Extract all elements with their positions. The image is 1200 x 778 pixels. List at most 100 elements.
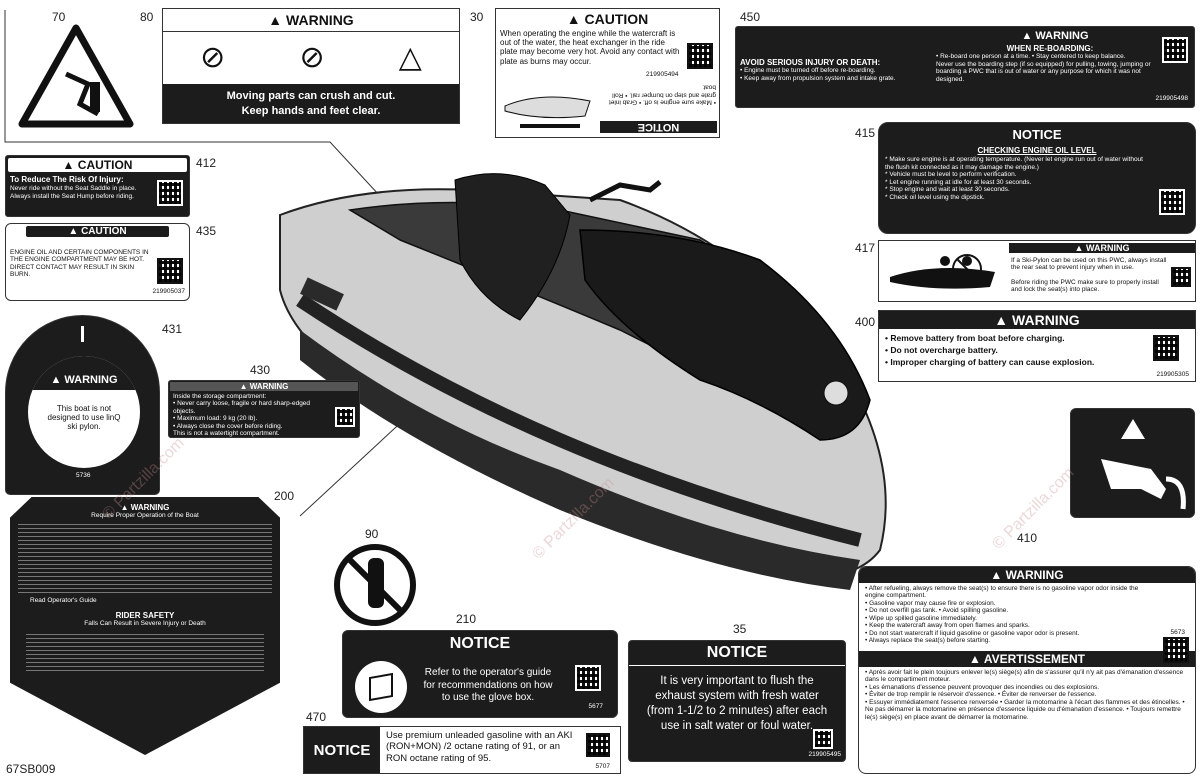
callout-400: 400	[855, 315, 876, 329]
label-210-code: 5677	[588, 703, 603, 710]
label-450-columns: AVOID SERIOUS INJURY OR DEATH: • Engine …	[736, 42, 1194, 85]
warning-triangle-icon: ▲	[994, 312, 1009, 328]
label-417-header: ▲ WARNING	[1009, 243, 1195, 253]
label-30-notice-body: • Make sure engine is off. • Grab inlet …	[608, 83, 716, 106]
label-450-left: AVOID SERIOUS INJURY OR DEATH: • Engine …	[740, 44, 930, 83]
leader-line-group	[4, 10, 381, 197]
label-410-header-fr: ▲ AVERTISSEMENT	[859, 650, 1195, 667]
label-470: NOTICE Use premium unleaded gasoline wit…	[303, 726, 621, 774]
qr-code-icon	[1163, 637, 1189, 663]
label-200-sub: Require Proper Operation of the Boat	[91, 512, 199, 519]
callout-90: 90	[365, 527, 379, 541]
qr-code-icon	[1171, 267, 1191, 287]
label-410-header-fr-text: AVERTISSEMENT	[983, 651, 1085, 666]
label-400-header-text: WARNING	[1012, 312, 1080, 328]
qr-code-icon	[1162, 37, 1188, 63]
qr-code-icon	[575, 665, 601, 691]
label-435-code: 219905037	[152, 288, 185, 295]
label-430-header-text: WARNING	[249, 382, 289, 391]
qr-code-icon	[335, 407, 355, 427]
label-30-header: ▲ CAUTION	[496, 9, 719, 29]
warning-triangle-icon: ▲	[1074, 243, 1084, 253]
label-431-code: 5736	[76, 472, 91, 479]
pwc-boarding-icon	[504, 96, 591, 128]
callout-412: 412	[196, 156, 217, 170]
callout-435: 435	[196, 224, 217, 238]
label-412-header-text: CAUTION	[77, 158, 133, 172]
label-410-header: ▲ WARNING	[859, 567, 1195, 583]
label-450-left-title: AVOID SERIOUS INJURY OR DEATH:	[740, 58, 881, 67]
label-450-header: ▲ WARNING	[736, 27, 1194, 42]
label-410-body-fr: • Après avoir fait le plein toujours enl…	[865, 668, 1185, 721]
callout-30: 30	[470, 10, 484, 24]
warning-triangle-icon: ▲	[1021, 30, 1033, 42]
handlebar	[588, 180, 662, 203]
hull-stripe	[296, 294, 862, 547]
label-400-header: ▲ WARNING	[879, 311, 1195, 329]
label-430: ▲ WARNING Inside the storage compartment…	[168, 380, 360, 438]
label-450-left-body: • Engine must be turned off before re-bo…	[740, 67, 896, 82]
label-200-rider: RIDER SAFETY	[115, 610, 175, 620]
label-450-right-body: • Re-board one person at a time. • Stay …	[936, 53, 1151, 83]
label-412-header: ▲ CAUTION	[8, 158, 187, 172]
callout-70: 70	[52, 10, 66, 24]
qr-code-icon	[157, 258, 183, 284]
label-80-line1: Moving parts can crush and cut.	[226, 90, 396, 102]
qr-code-icon	[813, 729, 833, 749]
qr-code-icon	[586, 733, 610, 757]
label-35-body: It is very important to flush the exhaus…	[646, 675, 828, 732]
label-200-guide: Read Operator's Guide	[30, 597, 97, 605]
label-410-header-text: WARNING	[1005, 568, 1064, 582]
callout-210: 210	[456, 612, 477, 626]
callout-470: 470	[306, 710, 327, 724]
label-80-header: ▲ WARNING	[163, 9, 459, 32]
qr-code-icon	[1153, 335, 1179, 361]
label-30-code: 219905494	[646, 71, 679, 78]
label-410-code: 5673	[1170, 629, 1185, 636]
operator-guide-icon	[355, 661, 407, 713]
callout-430: 430	[250, 363, 271, 377]
label-410-body: • After refueling, always remove the sea…	[865, 585, 1139, 645]
label-450-header-text: WARNING	[1035, 30, 1089, 42]
label-417-body2: Before riding the PWC make sure to prope…	[1011, 279, 1159, 294]
warning-triangle-icon: ▲	[268, 12, 283, 28]
fuel-label	[1070, 408, 1195, 518]
label-430-header: ▲ WARNING	[170, 382, 358, 391]
label-200-falls: Falls Can Result in Severe Injury or Dea…	[84, 619, 206, 627]
label-415: NOTICE CHECKING ENGINE OIL LEVEL * Make …	[878, 122, 1196, 234]
label-410: ▲ WARNING • After refueling, always remo…	[858, 566, 1196, 774]
label-210-body: Refer to the operator's guide for recomm…	[423, 667, 553, 703]
label-431-header: ▲ WARNING	[28, 356, 140, 390]
callout-431: 431	[162, 322, 183, 336]
label-450-right-title: WHEN RE-BOARDING:	[1006, 44, 1094, 53]
warning-triangle-icon: ▲	[969, 651, 981, 666]
label-417-body1: If a Ski-Pylon can be used on this PWC, …	[1011, 257, 1167, 272]
warning-triangle-icon: ▲	[62, 158, 75, 172]
label-35-header: NOTICE	[629, 641, 845, 666]
label-435-body: ENGINE OIL AND CERTAIN COMPONENTS IN THE…	[10, 249, 149, 279]
qr-code-icon	[157, 180, 183, 206]
label-431-body: This boat is not designed to use linQ sk…	[47, 404, 121, 432]
label-470-header: NOTICE	[304, 727, 380, 773]
label-412-body: Never ride without the Seat Saddle in pl…	[10, 185, 137, 200]
label-210-header: NOTICE	[449, 635, 511, 652]
label-30-notice: NOTICE	[600, 121, 717, 133]
label-200-header-text: WARNING	[130, 503, 170, 512]
callout-35: 35	[733, 622, 747, 636]
label-210: NOTICE Refer to the operator's guide for…	[342, 630, 618, 718]
label-417-header-text: WARNING	[1085, 243, 1130, 253]
warning-triangle-icon: ▲	[68, 226, 79, 237]
label-415-title: CHECKING ENGINE OIL LEVEL	[977, 146, 1097, 155]
diagram-id: 67SB009	[6, 762, 56, 776]
callout-415: 415	[855, 126, 876, 140]
label-35-code: 219905495	[808, 751, 841, 758]
label-435: ▲ CAUTION ENGINE OIL AND CERTAIN COMPONE…	[5, 223, 190, 301]
label-430-body: Inside the storage compartment: • Never …	[173, 393, 311, 438]
crush-hazard-icon	[18, 24, 134, 128]
label-80-message: Moving parts can crush and cut. Keep han…	[163, 84, 459, 123]
label-80-header-text: WARNING	[286, 12, 354, 28]
qr-code-icon	[687, 43, 713, 69]
callout-80: 80	[140, 10, 154, 24]
label-30-header-text: CAUTION	[584, 11, 649, 27]
